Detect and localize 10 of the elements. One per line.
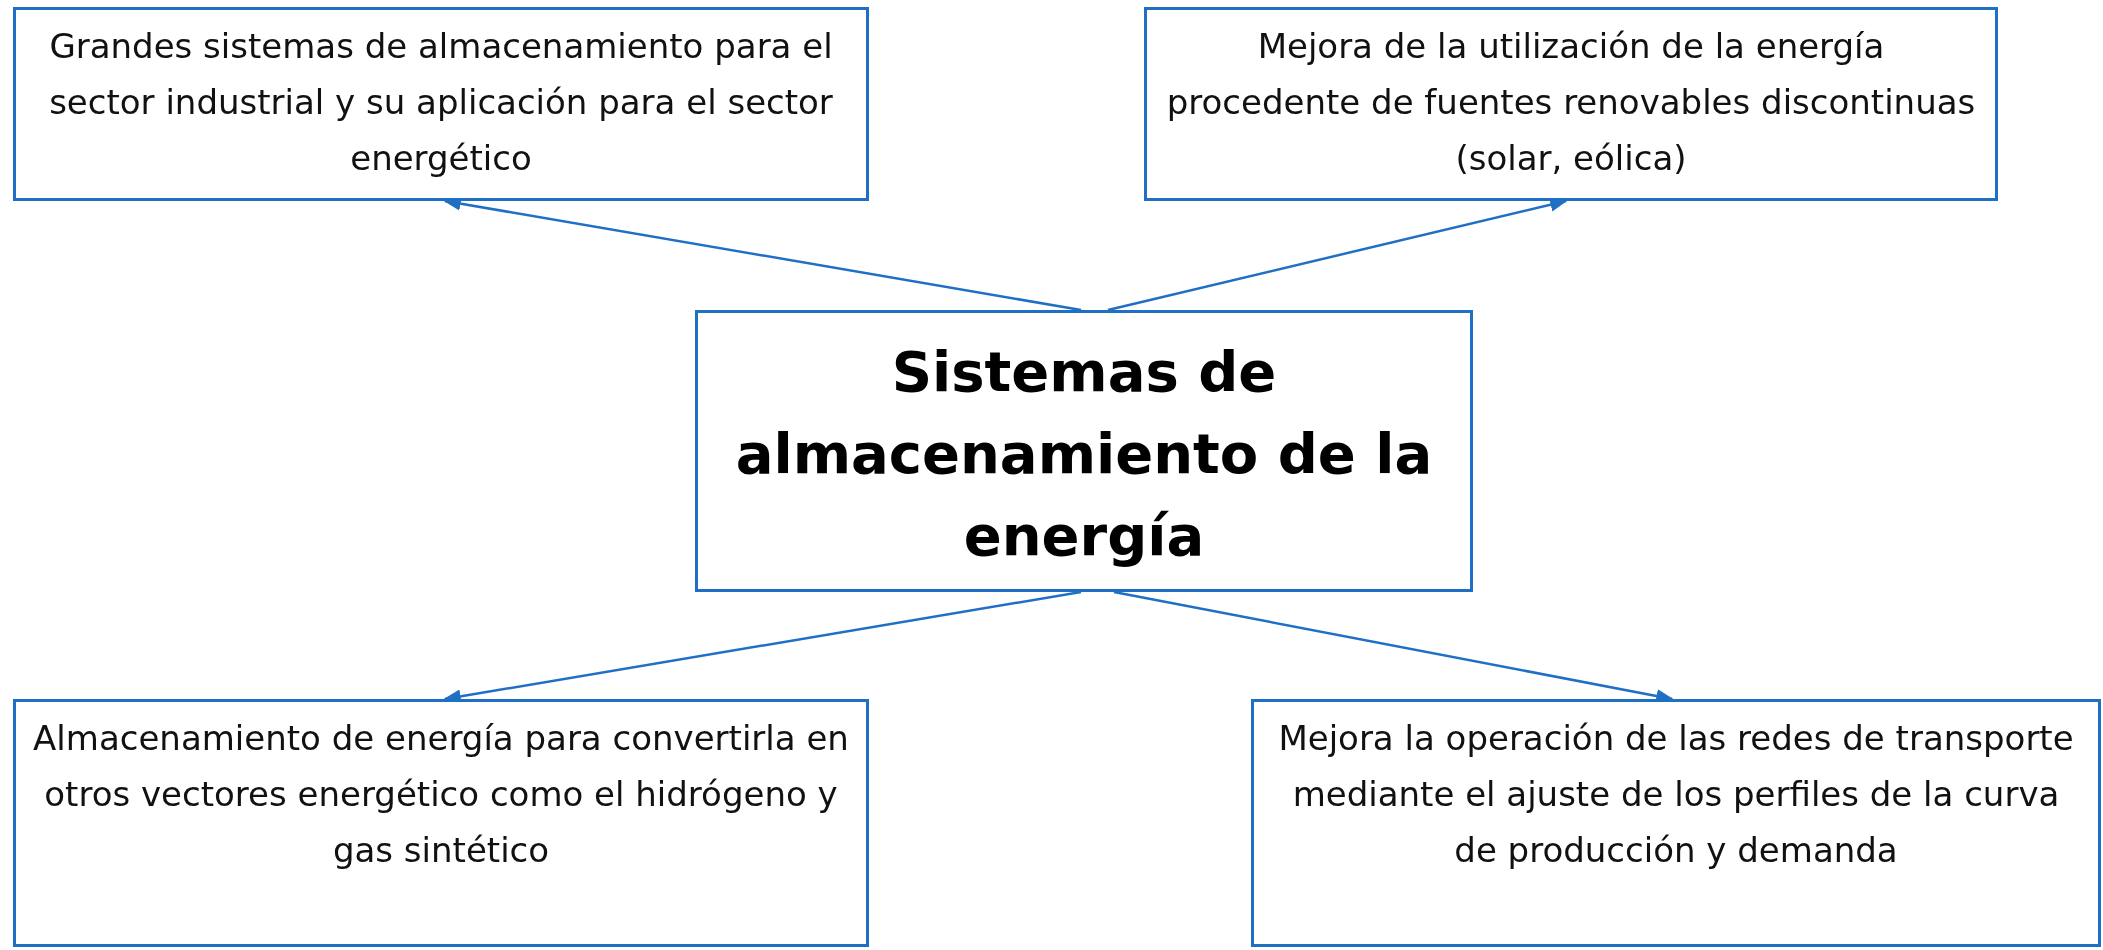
- box-text: Mejora de la utilización de la energía procedente de fuentes renovables discontinuas (solar, eólica): [1165, 25, 1977, 180]
- process-box: [1144, 7, 1998, 201]
- box-text: Mejora la operación de las redes de transporte mediante el ajuste de los perfiles de la curva de producción y demanda: [1277, 717, 2075, 872]
- topic-title: Sistemas de almacenamiento de la energía: [734, 338, 1434, 570]
- box-text: Almacenamiento de energía para convertirla en otros vectores energético como el hidrógeno y gas sintético: [32, 717, 850, 872]
- topic-box: [695, 310, 1473, 592]
- process-box: [13, 7, 869, 201]
- process-box: [1251, 699, 2101, 947]
- box-text: Grandes sistemas de almacenamiento para el sector industrial y su aplicación para el sector energético: [48, 25, 834, 180]
- process-box: [13, 699, 869, 947]
